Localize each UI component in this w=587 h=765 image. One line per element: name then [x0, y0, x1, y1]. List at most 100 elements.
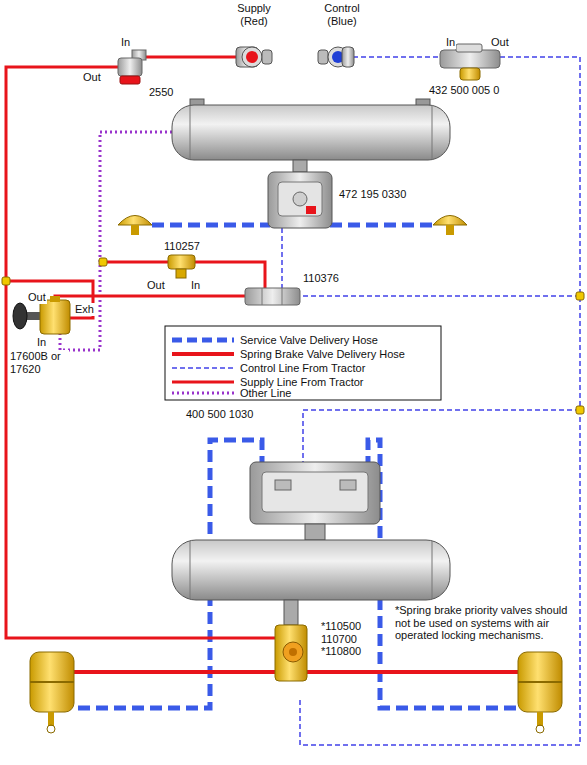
spring-brake-chamber — [518, 681, 562, 683]
tee-connector — [576, 292, 584, 300]
upper-reservoir — [172, 99, 450, 172]
port-label: Out — [27, 291, 47, 304]
part-number: 400 500 1030 — [185, 408, 254, 421]
valve-472 — [268, 172, 332, 228]
valve-400 — [340, 480, 356, 490]
valve-432 — [456, 44, 482, 52]
push-pull-valve — [50, 296, 60, 302]
push-pull-valve — [13, 303, 27, 329]
port-label: In — [190, 279, 201, 292]
supply-line — [195, 262, 265, 288]
control-line — [345, 56, 440, 58]
valve-400 — [305, 524, 325, 540]
service-chamber — [118, 216, 152, 226]
legend-text: Supply Line From Tractor — [240, 375, 364, 389]
valve-472 — [306, 206, 316, 214]
spring-brake-chamber — [536, 725, 544, 733]
valve-400 — [250, 462, 380, 524]
upper-reservoir — [172, 105, 450, 160]
supply-gladhand — [236, 47, 272, 67]
legend-text: Other Line — [240, 386, 291, 400]
valve-2550 — [118, 50, 146, 84]
spring-brake-chamber — [30, 652, 74, 712]
legend-box — [172, 338, 234, 343]
valve-400 — [262, 472, 368, 512]
spring-brake-chamber — [48, 712, 54, 726]
legend-box — [172, 381, 234, 384]
part-number: 110257 — [163, 240, 201, 253]
valve-472 — [293, 192, 307, 206]
control-line — [300, 295, 580, 297]
service-delivery-hose — [152, 223, 270, 228]
tee-connector — [99, 258, 107, 266]
valve-472 — [278, 182, 322, 216]
legend-box — [165, 326, 441, 400]
supply-gladhand — [262, 50, 272, 64]
valve-472 — [268, 172, 332, 228]
hose-coupling-label: Control (Blue) — [315, 2, 369, 27]
valve-432 — [440, 44, 500, 80]
priority-valve — [289, 648, 297, 656]
port-label: In — [36, 336, 47, 349]
note-text: *Spring brake priority valves should not… — [394, 604, 576, 642]
valve-400 — [250, 462, 380, 540]
valve-110376 — [262, 288, 263, 305]
supply-line — [103, 261, 168, 264]
spring-brake-delivery-hose — [306, 670, 518, 674]
spring-brake-chamber — [30, 681, 74, 683]
tee-connector — [2, 258, 584, 414]
port-label: In — [120, 36, 131, 49]
port-label: Exh — [74, 303, 95, 316]
valve-110376 — [282, 288, 283, 305]
lower-reservoir — [284, 600, 298, 625]
part-number: 472 195 0330 — [338, 188, 407, 201]
control-line — [303, 410, 580, 462]
lower-reservoir — [190, 541, 191, 599]
control-gladhand — [318, 47, 354, 67]
valve-400 — [275, 480, 291, 490]
supply-line — [140, 52, 240, 57]
supply-gladhand — [246, 51, 258, 63]
spring-brake-chamber — [30, 652, 562, 733]
port-label: Out — [490, 36, 510, 49]
legend-text: Control Line From Tractor — [240, 361, 365, 375]
valve-110257 — [168, 255, 195, 278]
valve-2550 — [120, 76, 140, 84]
legend-box — [172, 352, 234, 356]
control-gladhand — [342, 47, 354, 67]
push-pull-valve — [40, 300, 70, 334]
spring-brake-delivery-hose — [74, 670, 278, 674]
upper-reservoir — [432, 106, 433, 159]
part-number: 110376 — [302, 272, 340, 285]
part-number: 2550 — [148, 86, 174, 99]
valve-2550 — [118, 58, 142, 76]
valve-432 — [460, 68, 480, 80]
supply-gladhand — [242, 47, 262, 67]
port-label: Out — [82, 71, 102, 84]
service-delivery-hose — [330, 223, 433, 228]
legend-text: Service Valve Delivery Hose — [240, 333, 378, 347]
service-chamber — [118, 216, 467, 236]
legend-text: Spring Brake Valve Delivery Hose — [240, 347, 405, 361]
spring-brake-chamber — [47, 725, 55, 733]
upper-reservoir — [190, 106, 191, 159]
tee-connector — [576, 406, 584, 414]
service-chamber — [131, 225, 139, 235]
tee-connector — [2, 277, 10, 285]
valve-110376 — [245, 288, 300, 305]
service-chamber — [433, 216, 467, 226]
spring-brake-chamber — [518, 652, 562, 712]
priority-valve — [275, 625, 307, 681]
valve-110376 — [245, 288, 300, 305]
legend-box — [165, 326, 441, 400]
lower-reservoir — [172, 540, 450, 600]
spring-brake-chamber — [537, 712, 543, 726]
hose-coupling-label: Supply (Red) — [230, 2, 278, 27]
lower-reservoir — [432, 541, 433, 599]
control-gladhand — [318, 50, 328, 64]
valve-432 — [440, 50, 500, 68]
valve-110257 — [168, 255, 195, 269]
control-line — [281, 228, 283, 288]
priority-valve — [283, 642, 303, 662]
